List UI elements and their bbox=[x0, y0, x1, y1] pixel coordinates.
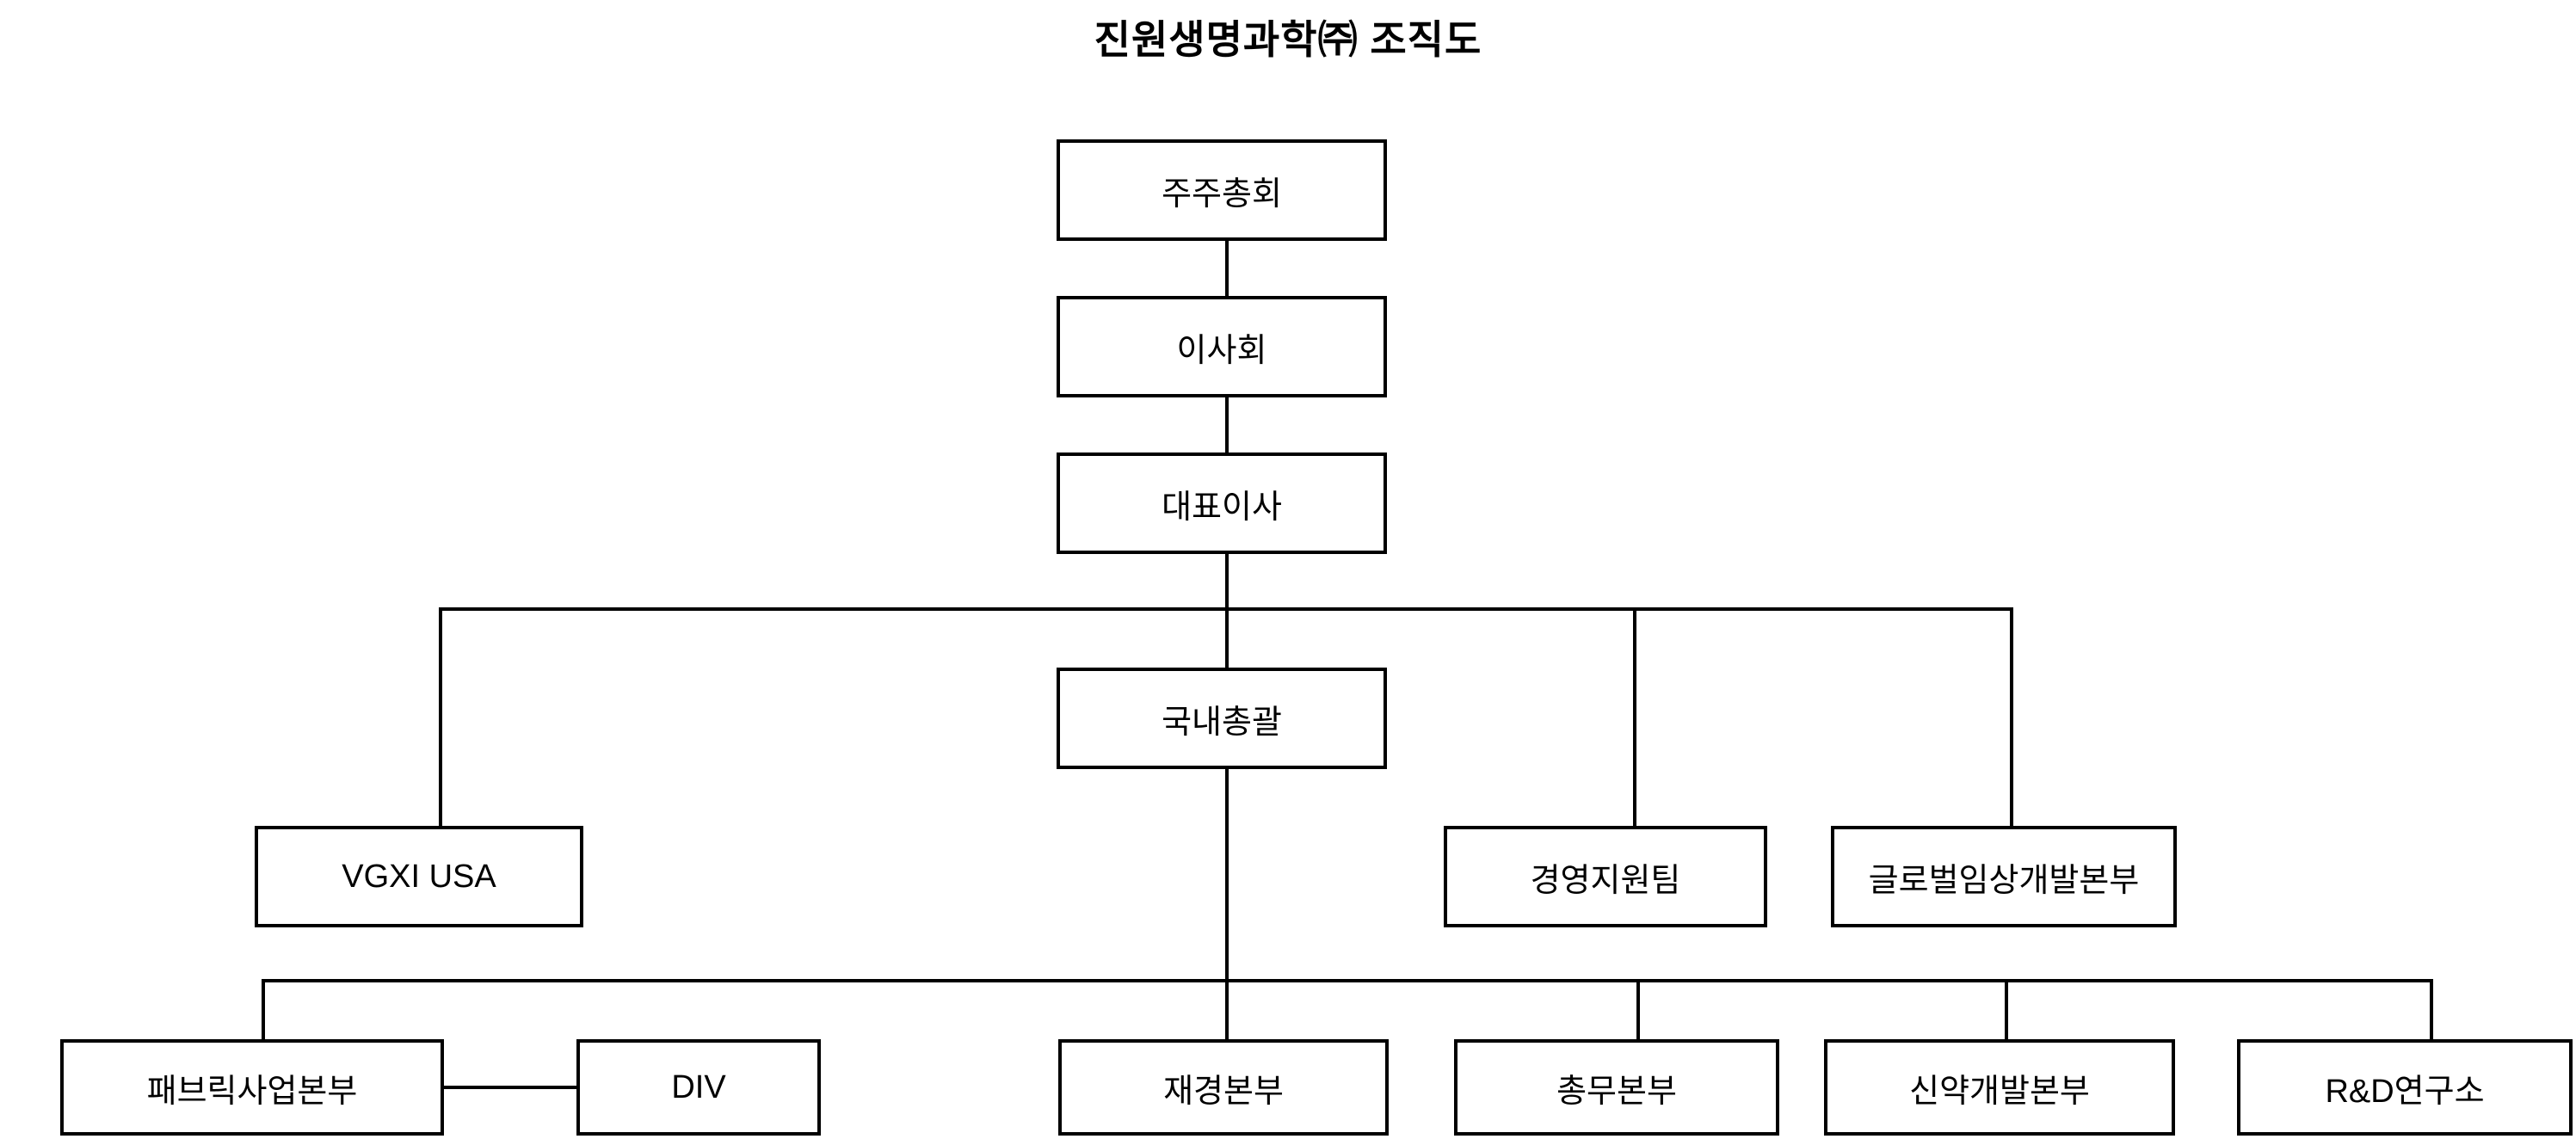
node-label-div-unit: DIV bbox=[671, 1068, 726, 1105]
node-finance-hq: 재경본부 bbox=[1058, 1039, 1389, 1136]
node-label-drug-development: 신약개발본부 bbox=[1909, 1073, 2090, 1110]
node-domestic-general: 국내총괄 bbox=[1057, 668, 1387, 769]
node-general-affairs-hq: 총무본부 bbox=[1454, 1039, 1779, 1136]
connector-branch-drug-development bbox=[2005, 982, 2008, 1039]
node-vgxi-usa: VGXI USA bbox=[255, 826, 583, 927]
node-label-ceo: 대표이사 bbox=[1162, 489, 1282, 526]
connector-fabric-div bbox=[444, 1086, 576, 1089]
node-shareholders-meeting: 주주총회 bbox=[1057, 139, 1387, 241]
node-label-vgxi-usa: VGXI USA bbox=[342, 858, 496, 895]
node-label-finance: 재경본부 bbox=[1163, 1073, 1284, 1110]
node-new-drug-development-hq: 신약개발본부 bbox=[1824, 1039, 2175, 1136]
node-label-general-affairs: 총무본부 bbox=[1556, 1073, 1677, 1110]
node-label-board: 이사회 bbox=[1176, 332, 1267, 369]
node-label-fabric-business: 패브릭사업본부 bbox=[146, 1073, 358, 1110]
branch-line-tier2 bbox=[439, 607, 2013, 611]
node-ceo: 대표이사 bbox=[1057, 453, 1387, 554]
node-div-unit: DIV bbox=[576, 1039, 821, 1136]
node-board-of-directors: 이사회 bbox=[1057, 296, 1387, 397]
connector-branch-general-affairs bbox=[1636, 982, 1640, 1039]
node-rnd-institute: R&D연구소 bbox=[2237, 1039, 2573, 1136]
node-global-clinical-development-hq: 글로벌임상개발본부 bbox=[1831, 826, 2177, 927]
branch-line-tier3 bbox=[262, 979, 2433, 982]
node-label-domestic: 국내총괄 bbox=[1162, 704, 1282, 741]
connector-branch-fabric bbox=[262, 979, 265, 1039]
connector-branch-vgxi-usa bbox=[439, 607, 442, 826]
node-label-global-clinical: 글로벌임상개발본부 bbox=[1868, 862, 2140, 899]
node-label-shareholders: 주주총회 bbox=[1162, 175, 1282, 212]
page-title: 진원생명과학㈜ 조직도 bbox=[1094, 17, 1482, 62]
connector-ceo-domestic bbox=[1225, 554, 1229, 668]
node-management-support-team: 경영지원팀 bbox=[1444, 826, 1767, 927]
connector-domestic-finance bbox=[1225, 769, 1229, 1039]
connector-branch-rnd-institute bbox=[2430, 979, 2433, 1039]
connector-branch-global-clinical bbox=[2010, 607, 2013, 826]
node-label-rnd-institute: R&D연구소 bbox=[2325, 1073, 2485, 1110]
node-fabric-business-hq: 패브릭사업본부 bbox=[60, 1039, 444, 1136]
node-label-mgmt-support: 경영지원팀 bbox=[1530, 862, 1681, 899]
connector-shareholders-board bbox=[1225, 241, 1229, 296]
connector-branch-mgmt-support bbox=[1633, 611, 1636, 826]
connector-board-ceo bbox=[1225, 397, 1229, 453]
